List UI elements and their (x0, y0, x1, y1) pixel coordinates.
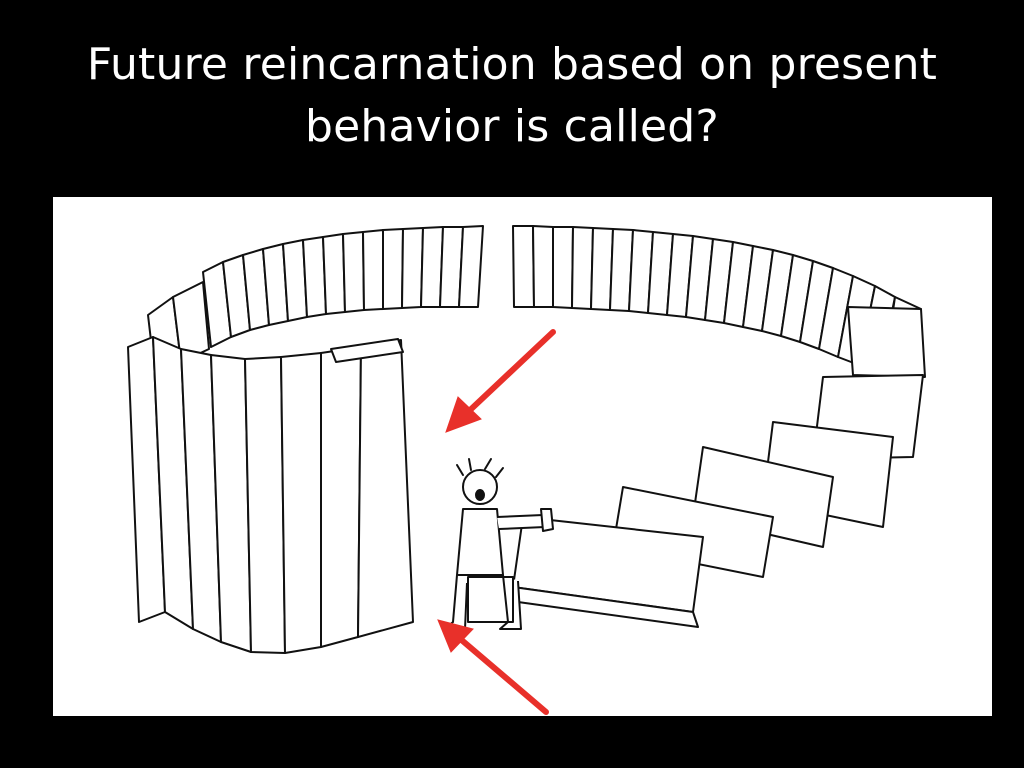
upper-arrow-icon (445, 329, 556, 433)
domino-illustration (53, 197, 992, 716)
lower-arrow-icon (437, 619, 549, 715)
slide-title-line-1: Future reincarnation based on present (86, 39, 938, 90)
domino-ring-drawing (127, 225, 926, 715)
slide-title: Future reincarnation based on present be… (0, 34, 1024, 158)
seated-man (444, 458, 554, 630)
back-domino-row (202, 225, 896, 376)
red-arrows (437, 329, 556, 715)
slide-title-line-2: behavior is called? (304, 101, 719, 152)
front-standing-dominoes (127, 336, 414, 654)
falling-dominoes (512, 296, 926, 628)
